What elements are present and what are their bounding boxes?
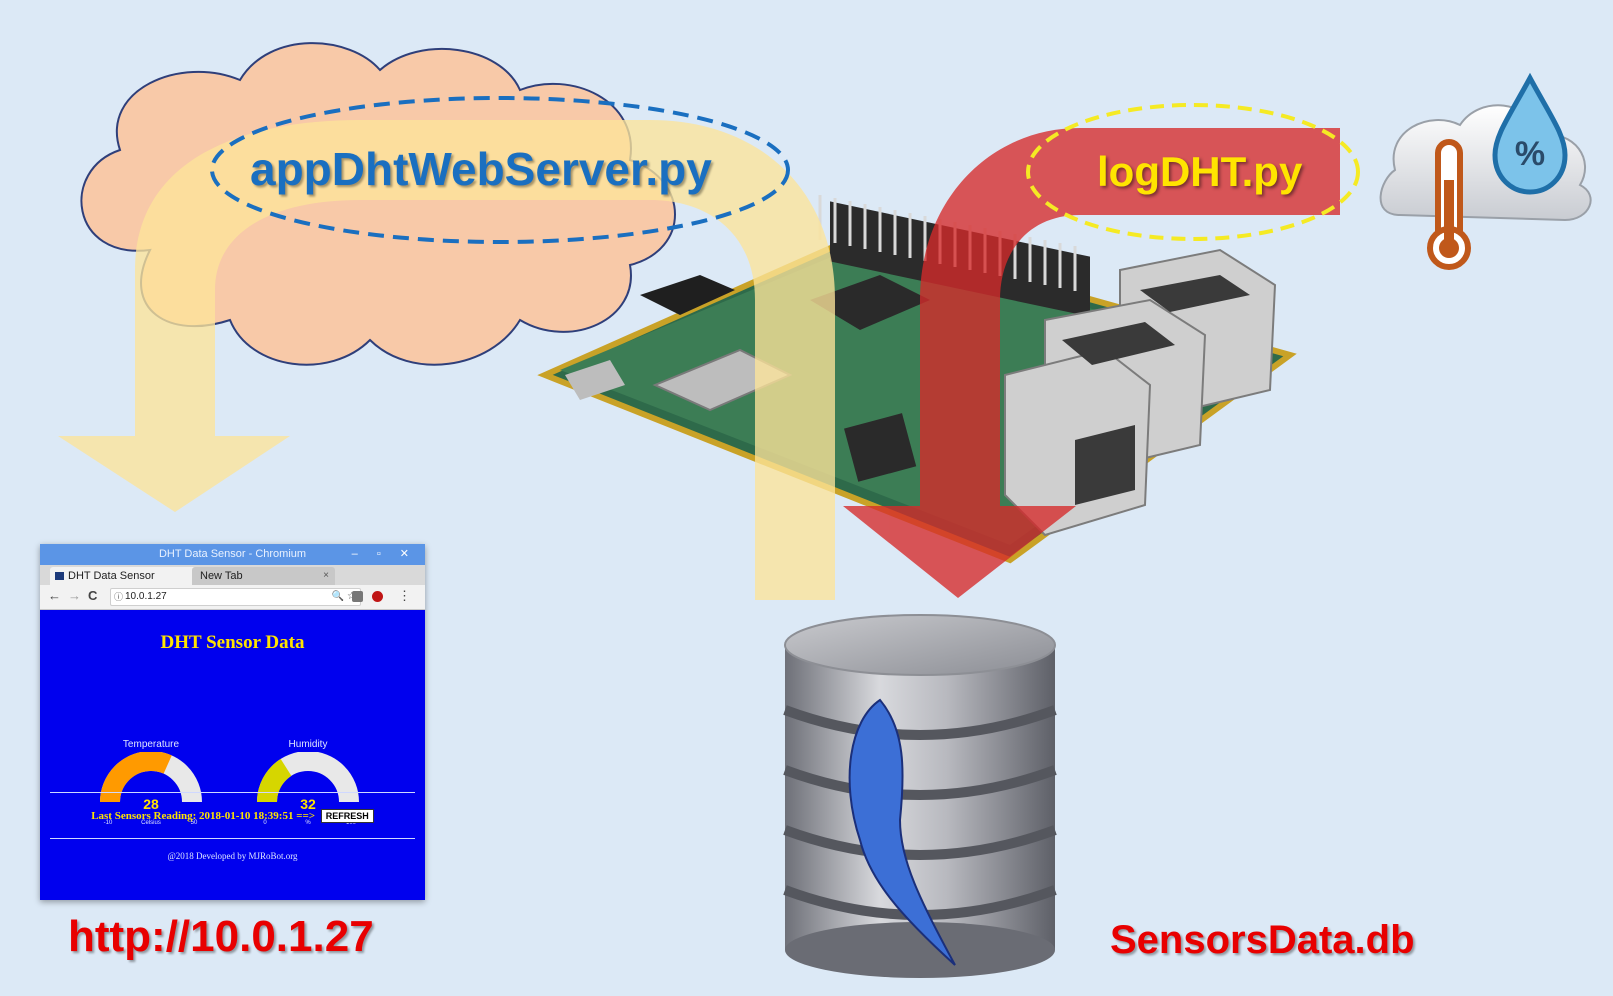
search-star-icons[interactable]: 🔍 ☆ <box>331 591 356 602</box>
info-icon[interactable]: ⓘ <box>114 592 124 602</box>
divider <box>50 792 415 793</box>
url-input[interactable]: ⓘ 10.0.1.27 🔍 ☆ <box>110 588 361 606</box>
gauge-value: 28 <box>143 796 159 812</box>
gauge-unit: Celsius <box>141 820 161 826</box>
extension-icon[interactable] <box>352 591 363 602</box>
temperature-gauge: 28 -10 Celsius 50 <box>100 752 202 826</box>
menu-icon[interactable]: ⋮ <box>398 588 411 603</box>
gauge-max: 50 <box>191 820 198 826</box>
url-text: 10.0.1.27 <box>125 591 167 602</box>
web-page: DHT Sensor Data Temperature Humidity 28 … <box>40 610 425 901</box>
web-server-arrow <box>58 120 835 600</box>
favicon-icon <box>55 572 64 580</box>
gauge-min: 0 <box>263 820 267 826</box>
database-icon <box>783 614 1057 978</box>
gauge-fill <box>100 752 172 803</box>
window-title: DHT Data Sensor - Chromium <box>158 548 307 560</box>
divider <box>50 838 415 839</box>
humidity-drop-icon: % <box>1492 72 1568 195</box>
gauge-fill <box>257 758 292 803</box>
humidity-gauge: 32 0 % 100 <box>257 752 359 826</box>
raspberry-pi-board-icon <box>537 195 1297 564</box>
thermometer-icon <box>1427 139 1471 270</box>
last-reading-text: Last Sensors Reading: 2018-01-10 18:39:5… <box>91 810 316 822</box>
back-arrow-icon[interactable]: ← <box>48 588 61 603</box>
window-controls[interactable]: – ▫ ✕ <box>351 548 417 560</box>
page-heading: DHT Sensor Data <box>160 632 305 653</box>
gauge-title-humidity: Humidity <box>288 739 328 750</box>
gauge-title-temperature: Temperature <box>122 739 180 750</box>
svg-text:%: % <box>1515 135 1545 173</box>
gauge-min: -10 <box>104 820 113 826</box>
browser-titlebar: DHT Data Sensor - Chromium – ▫ ✕ <box>40 544 425 565</box>
logger-arrow <box>843 128 1340 598</box>
shield-extension-icon[interactable] <box>372 591 383 602</box>
tab-label: DHT Data Sensor <box>68 570 155 582</box>
tab-new-tab[interactable]: New Tab × <box>192 567 335 585</box>
address-bar: ← → C ⓘ 10.0.1.27 🔍 ☆ ⋮ <box>40 585 425 610</box>
web-server-ellipse <box>210 96 790 244</box>
page-footer: @2018 Developed by MJRoBot.org <box>167 851 298 861</box>
logger-ellipse <box>1026 103 1360 241</box>
refresh-button[interactable]: REFRESH <box>320 809 374 823</box>
tab-dht-data-sensor[interactable]: DHT Data Sensor × <box>50 567 208 585</box>
last-reading-line: Last Sensors Reading: 2018-01-10 18:39:5… <box>40 809 425 823</box>
database-label: SensorsData.db <box>1110 918 1415 962</box>
tab-bar: DHT Data Sensor × New Tab × <box>40 565 425 585</box>
close-tab-icon[interactable]: × <box>323 570 329 581</box>
gauge-value: 32 <box>300 796 316 812</box>
gauge-max: 100 <box>346 820 357 826</box>
tab-label: New Tab <box>200 570 243 582</box>
gauge-unit: % <box>305 820 311 826</box>
browser-window: DHT Data Sensor - Chromium – ▫ ✕ DHT Dat… <box>40 544 425 900</box>
forward-arrow-icon[interactable]: → <box>68 588 81 603</box>
url-label: http://10.0.1.27 <box>68 912 374 961</box>
web-server-script-label: appDhtWebServer.py <box>250 143 712 195</box>
sqlite-feather-icon <box>848 698 956 966</box>
logger-script-label: logDHT.py <box>1097 148 1303 195</box>
reload-icon[interactable]: C <box>88 588 98 603</box>
